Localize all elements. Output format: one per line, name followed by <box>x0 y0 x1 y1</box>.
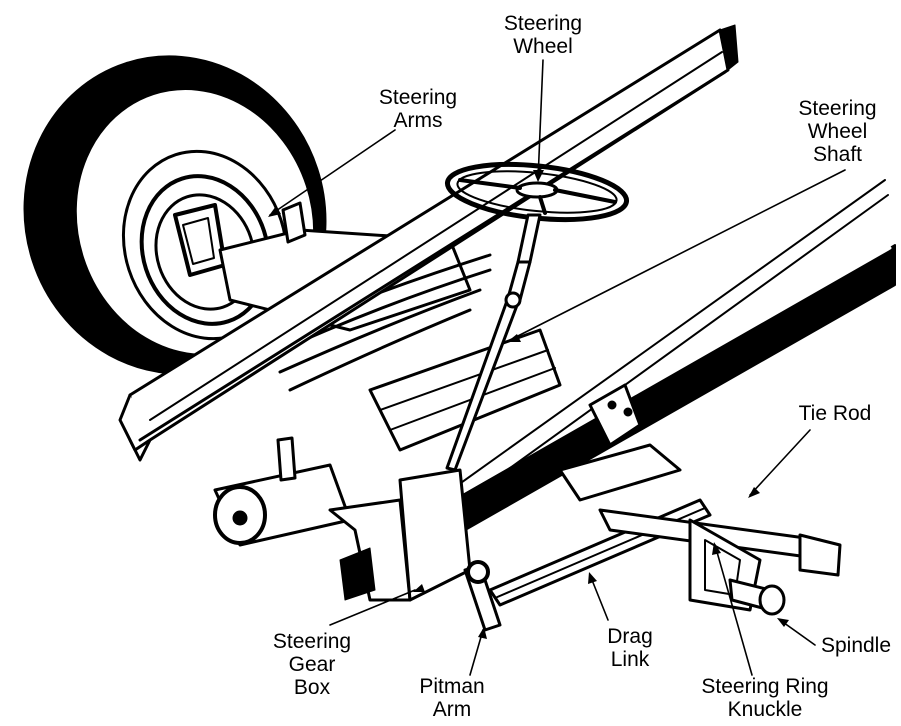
leader-steering-wheel <box>537 59 544 181</box>
label-steering-gear-box: Steering Gear Box <box>272 630 352 699</box>
label-steering-ring-knuckle: Steering Ring Knuckle <box>701 675 829 721</box>
label-spindle: Spindle <box>820 634 892 657</box>
spring-bracket <box>558 383 682 502</box>
cross-member <box>368 328 562 452</box>
label-tie-rod: Tie Rod <box>798 402 872 425</box>
leader-arrowheads <box>268 170 789 639</box>
wheel-tire <box>23 55 327 375</box>
spindle-part <box>728 578 786 616</box>
leader-steering-arms <box>269 129 396 216</box>
leader-steering-gear-box <box>329 589 416 626</box>
leader-drag-link <box>589 574 609 621</box>
leader-tie-rod <box>749 429 811 496</box>
drag-link-part <box>488 498 712 607</box>
leader-steering-wheel-shaft <box>509 169 846 341</box>
label-steering-wheel: Steering Wheel <box>503 12 583 58</box>
label-steering-wheel-shaft: Steering Wheel Shaft <box>798 97 877 166</box>
label-drag-link: Drag Link <box>607 625 653 671</box>
leader-lines <box>269 59 846 676</box>
steering-gear-box-part <box>213 436 472 602</box>
label-pitman-arm: Pitman Arm <box>419 675 485 721</box>
leader-steering-ring-knuckle <box>714 544 753 676</box>
near-frame-rail <box>118 24 739 462</box>
pitman-arm-part <box>463 560 502 632</box>
label-steering-arms: Steering Arms <box>378 86 458 132</box>
